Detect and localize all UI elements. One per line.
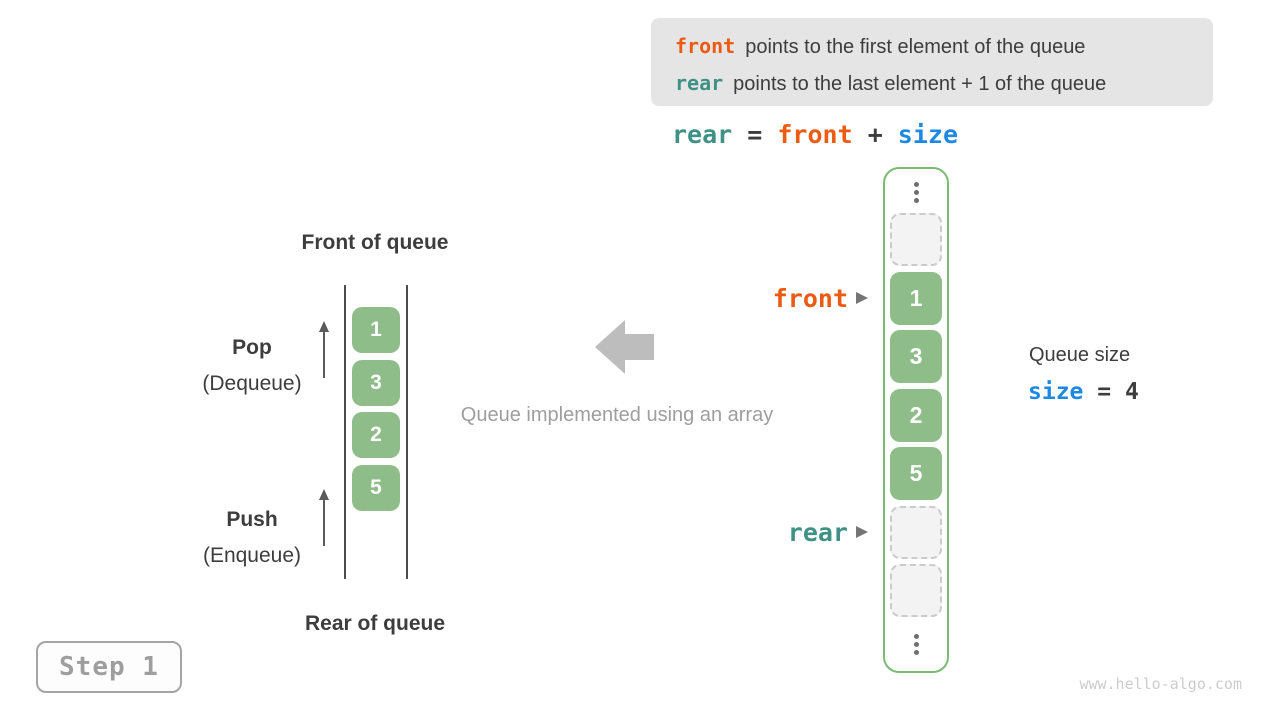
array-cell-empty — [890, 213, 942, 266]
rear-keyword: rear — [675, 71, 724, 95]
size-equals: = — [1083, 379, 1125, 405]
ellipsis-top-icon — [883, 180, 949, 205]
pointer-arrowhead-icon — [856, 292, 868, 304]
rear-pointer: rear — [788, 516, 868, 548]
formula-equals: = — [732, 120, 778, 149]
rear-definition-text: points to the last element + 1 of the qu… — [733, 73, 1107, 95]
formula-front: front — [777, 120, 853, 149]
front-definition-text: points to the first element of the queue — [745, 36, 1086, 58]
rear-pointer-label: rear — [787, 517, 848, 547]
push-direction-arrow-icon — [318, 489, 330, 546]
size-variable: size — [1028, 379, 1084, 405]
array-cell: 1 — [890, 271, 942, 325]
queue-cell: 1 — [352, 307, 400, 353]
front-pointer: front — [773, 282, 868, 314]
rear-definition: rear points to the last element + 1 of th… — [675, 65, 1213, 102]
pop-direction-arrow-icon — [318, 321, 330, 378]
front-definition: front points to the first element of the … — [675, 28, 1213, 65]
formula-plus: + — [852, 120, 898, 149]
ellipsis-bottom-icon — [883, 632, 949, 657]
front-of-queue-label: Front of queue — [301, 231, 449, 254]
implementation-caption: Queue implemented using an array — [460, 404, 774, 426]
queue-channel-left-wall — [344, 285, 346, 579]
left-block-arrow-icon — [595, 320, 655, 374]
size-number: 4 — [1124, 379, 1139, 405]
front-pointer-label: front — [772, 283, 848, 313]
rear-formula: rear = front + size — [672, 120, 958, 150]
pointer-arrowhead-icon — [856, 526, 868, 538]
queue-cell: 5 — [352, 464, 400, 511]
push-label: Push — [226, 508, 278, 531]
array-cell: 3 — [890, 330, 942, 383]
queue-channel-right-wall — [406, 285, 408, 579]
array-cell-empty — [890, 505, 942, 559]
array-cell-empty — [890, 564, 942, 617]
pop-label: Pop — [232, 336, 272, 359]
dequeue-label: (Dequeue) — [202, 372, 302, 395]
formula-rear: rear — [672, 120, 733, 149]
step-badge: Step 1 — [36, 641, 182, 693]
queue-size-value: size = 4 — [1028, 378, 1139, 405]
watermark: www.hello-algo.com — [1079, 675, 1242, 693]
front-keyword: front — [675, 34, 736, 58]
array-cell: 5 — [890, 447, 942, 500]
enqueue-label: (Enqueue) — [202, 544, 302, 567]
formula-size: size — [897, 120, 959, 149]
queue-cell: 2 — [352, 412, 400, 458]
queue-cell: 3 — [352, 359, 400, 406]
queue-size-label: Queue size — [1029, 344, 1131, 366]
rear-of-queue-label: Rear of queue — [304, 612, 446, 635]
array-cell: 2 — [890, 388, 942, 442]
pointer-definition-box: front points to the first element of the … — [651, 18, 1213, 106]
